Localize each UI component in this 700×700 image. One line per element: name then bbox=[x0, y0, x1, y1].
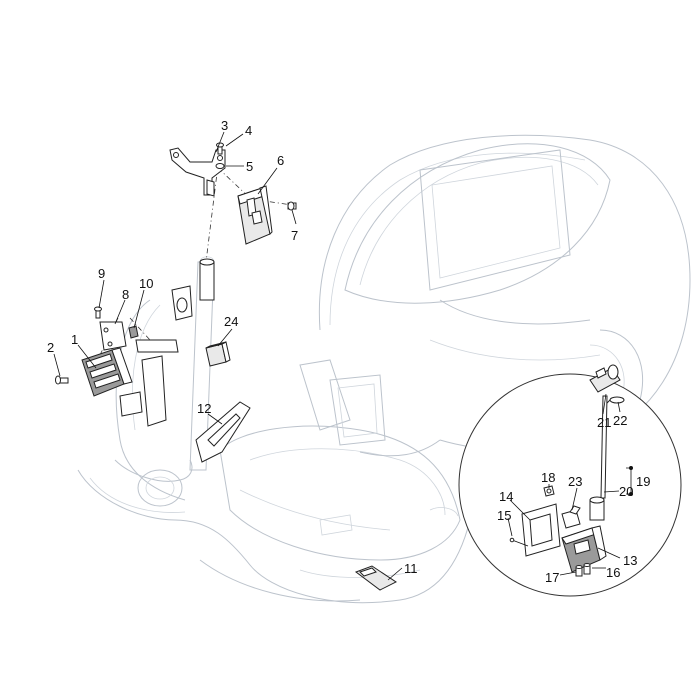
screw-17 bbox=[575, 565, 583, 577]
callout-labels: 1 2 3 4 5 6 7 8 9 10 11 12 13 14 15 16 1… bbox=[47, 118, 650, 585]
clip-10 bbox=[128, 325, 139, 339]
leader-11 bbox=[387, 567, 403, 581]
steering-tube bbox=[171, 258, 215, 321]
leader-7 bbox=[291, 209, 297, 225]
callout-2: 2 bbox=[47, 340, 54, 355]
leader-12 bbox=[207, 413, 223, 425]
detail-circle bbox=[458, 373, 682, 597]
callout-17: 17 bbox=[545, 570, 559, 585]
callout-21: 21 bbox=[597, 415, 611, 430]
leader-10 bbox=[133, 289, 145, 329]
bullet-dot-19b bbox=[629, 492, 633, 496]
leader-4 bbox=[225, 133, 244, 147]
callout-23: 23 bbox=[568, 474, 582, 489]
voltage-regulator bbox=[81, 347, 133, 397]
callout-12: 12 bbox=[197, 401, 211, 416]
leader-23 bbox=[571, 487, 578, 511]
leader-13 bbox=[597, 547, 621, 559]
callout-8: 8 bbox=[122, 287, 129, 302]
leader-lines bbox=[53, 131, 621, 581]
cap-20 bbox=[589, 496, 605, 521]
callout-14: 14 bbox=[499, 489, 513, 504]
leader-17 bbox=[559, 571, 577, 576]
spark-plug-cap bbox=[589, 364, 621, 393]
leader-21 bbox=[602, 393, 607, 415]
leader-6 bbox=[257, 167, 278, 195]
callout-1: 1 bbox=[71, 332, 78, 347]
regulator-bracket bbox=[99, 321, 127, 351]
nut-18 bbox=[543, 485, 555, 497]
leader-3 bbox=[215, 131, 225, 153]
leader-22 bbox=[617, 401, 621, 413]
bullet-dot-19a bbox=[629, 466, 633, 470]
callout-15: 15 bbox=[497, 508, 511, 523]
leader-14 bbox=[509, 499, 531, 521]
callout-18: 18 bbox=[541, 470, 555, 485]
cover-12 bbox=[195, 401, 251, 463]
ignition-coil bbox=[561, 525, 607, 573]
callout-3: 3 bbox=[221, 118, 228, 133]
wire-15 bbox=[509, 537, 529, 547]
leader-15 bbox=[507, 517, 513, 537]
connector-23 bbox=[561, 505, 581, 529]
callout-10: 10 bbox=[139, 276, 153, 291]
leader-24 bbox=[217, 328, 233, 347]
callout-9: 9 bbox=[98, 266, 105, 281]
scooter-frame bbox=[77, 134, 691, 604]
leader-20 bbox=[603, 490, 620, 493]
callout-22: 22 bbox=[613, 413, 627, 428]
callout-24: 24 bbox=[224, 314, 238, 329]
mounting-bracket bbox=[169, 147, 226, 197]
screw-16 bbox=[583, 563, 591, 575]
leader-9 bbox=[98, 279, 105, 309]
control-unit bbox=[237, 185, 273, 245]
callout-6: 6 bbox=[277, 153, 284, 168]
leader-2 bbox=[53, 353, 61, 377]
callout-4: 4 bbox=[245, 123, 252, 138]
callout-13: 13 bbox=[623, 553, 637, 568]
coil-bracket bbox=[521, 503, 561, 557]
relay bbox=[205, 341, 231, 367]
washer-5 bbox=[215, 163, 225, 169]
screw-2 bbox=[55, 375, 69, 385]
callout-20: 20 bbox=[619, 484, 633, 499]
callout-5: 5 bbox=[246, 159, 253, 174]
screw-7 bbox=[287, 201, 297, 211]
callout-16: 16 bbox=[606, 565, 620, 580]
screw-9 bbox=[94, 306, 102, 319]
callout-7: 7 bbox=[291, 228, 298, 243]
bracket-19 bbox=[626, 466, 633, 496]
clip-11 bbox=[354, 565, 397, 591]
front-bracket bbox=[119, 339, 179, 427]
callout-11: 11 bbox=[404, 561, 418, 576]
hose-clip-22 bbox=[605, 396, 625, 405]
leader-8 bbox=[114, 299, 126, 325]
leader-1 bbox=[77, 344, 97, 369]
callout-19: 19 bbox=[636, 474, 650, 489]
